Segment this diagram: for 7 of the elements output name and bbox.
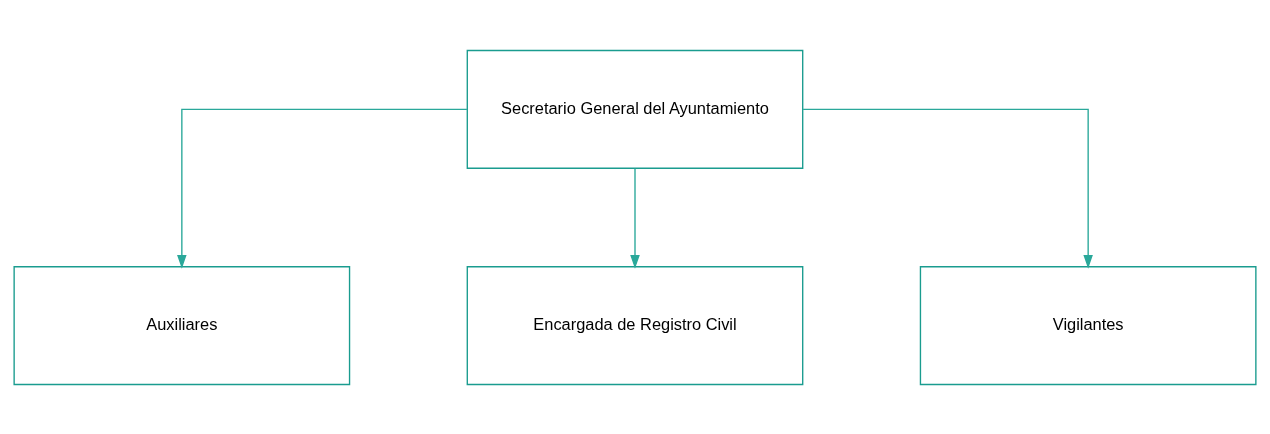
arrow bbox=[177, 108, 468, 269]
node-box: Encargada de Registro Civil bbox=[466, 265, 804, 385]
node-box: Auxiliares bbox=[13, 265, 351, 385]
node-box: Vigilantes bbox=[919, 265, 1257, 385]
arrow bbox=[802, 108, 1093, 269]
arrow bbox=[630, 167, 640, 269]
node-box: Secretario General del Ayuntamiento bbox=[466, 49, 804, 169]
